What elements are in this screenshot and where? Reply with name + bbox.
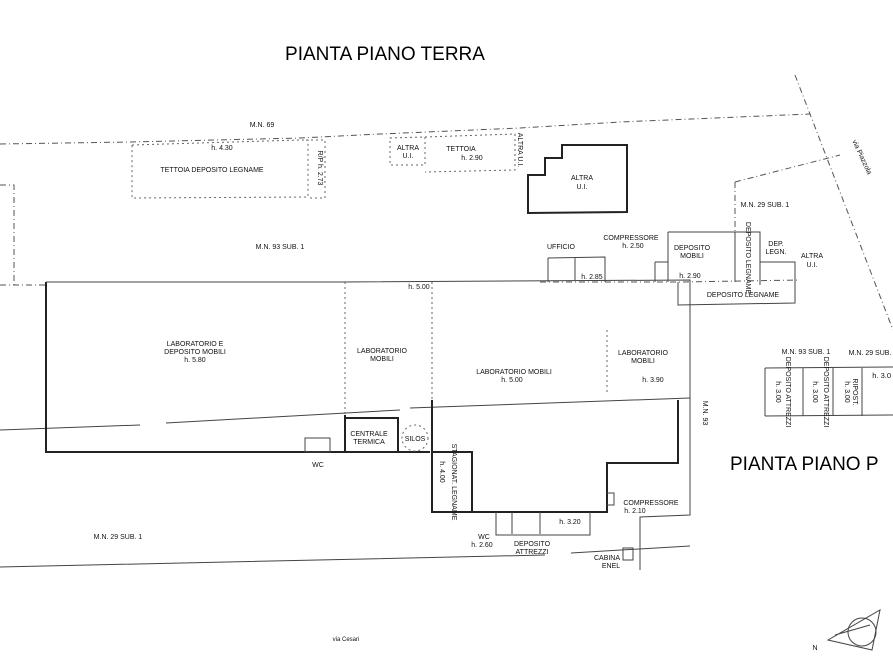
label-lab-deposito-height: h. 5.80 xyxy=(184,357,206,364)
label-lab-deposito: DEPOSITO MOBILI xyxy=(164,349,226,356)
label-lab-mobili: LABORATORIO MOBILI xyxy=(476,369,552,376)
label-mn29-sub1: M.N. 29 SUB. 1 xyxy=(94,534,143,541)
label-altra-ui: ALTRA U.I. xyxy=(516,133,523,168)
label-silos: SILOS xyxy=(405,436,426,443)
label-compressore-height: h. 2.50 xyxy=(622,243,644,250)
label-wc: WC xyxy=(478,534,490,541)
room-labels: M.N. 69 h. 4.30 TETTOIA DEPOSITO LEGNAME… xyxy=(94,122,892,652)
label-mn29-sub1: M.N. 29 SUB. 1 xyxy=(741,202,790,209)
label-deposito-legname-vertical: DEPOSITO LEGNAME xyxy=(744,222,751,295)
label-wc: WC xyxy=(312,462,324,469)
label-compressore: COMPRESSORE xyxy=(603,235,659,242)
label-lab-mobili-height: h. 5.00 xyxy=(501,377,523,384)
label-rp: R/P h. 2.73 xyxy=(316,151,323,186)
label-deposito-mobili-height: h. 2.90 xyxy=(679,273,701,280)
label-ripostiglio: RIPOST. xyxy=(851,378,858,405)
upper-service-block xyxy=(547,231,796,306)
label-tettoia-deposito: TETTOIA DEPOSITO LEGNAME xyxy=(160,167,264,174)
label-wc-height: h. 2.60 xyxy=(471,542,493,549)
label-lab-deposito: LABORATORIO E xyxy=(167,341,224,348)
label-lab-mobili: LABORATORIO xyxy=(618,350,668,357)
label-via-piazzola: via Piazzola xyxy=(850,139,872,176)
label-tettoia-height: h. 4.30 xyxy=(211,145,233,152)
first-floor-block xyxy=(764,366,893,417)
label-lab-mobili: MOBILI xyxy=(631,358,655,365)
label-height-320: h. 3.20 xyxy=(559,519,581,526)
label-stagionatura-legname: STAGIONAT. LEGNAME xyxy=(450,444,457,521)
label-deposito-legname: DEPOSITO LEGNAME xyxy=(707,292,780,299)
label-lab-mobili: LABORATORIO xyxy=(357,348,407,355)
label-mn29-sub: M.N. 29 SUB. xyxy=(849,350,892,357)
label-deposito-attrezzi-height: h. 3.00 xyxy=(811,381,818,403)
label-cabina-enel: CABINA xyxy=(594,555,620,562)
label-altra-ui: U.I. xyxy=(807,262,818,269)
label-via-cesari: via Cesari xyxy=(333,637,360,643)
label-altra-ui: ALTRA xyxy=(397,145,419,152)
label-altra-ui: ALTRA xyxy=(801,253,823,260)
label-compressore: COMPRESSORE xyxy=(623,500,679,507)
label-lab-mobili-height: h. 3.90 xyxy=(642,377,664,384)
label-ripostiglio-height: h. 3.00 xyxy=(843,381,850,403)
label-centrale-termica: TERMICA xyxy=(353,439,385,446)
label-deposito-attrezzi: DEPOSITO ATTREZZI xyxy=(784,357,791,428)
label-deposito-attrezzi: ATTREZZI xyxy=(516,549,549,556)
label-mn93-sub1: M.N. 93 SUB. 1 xyxy=(256,244,305,251)
label-stagionatura-height: h. 4.00 xyxy=(438,461,445,483)
label-tettoia: TETTOIA xyxy=(446,146,476,153)
property-boundaries xyxy=(0,74,893,568)
title-ground-floor: PIANTA PIANO TERRA xyxy=(285,44,485,65)
label-height-30: h. 3.0 xyxy=(872,371,891,380)
tettoia-deposito-legname xyxy=(131,133,516,199)
label-mn93-sub1: M.N. 93 SUB. 1 xyxy=(782,349,831,356)
label-mn69: M.N. 69 xyxy=(250,122,275,129)
label-altra-ui: U.I. xyxy=(577,184,588,191)
north-arrow xyxy=(826,609,881,651)
label-deposito-attrezzi: DEPOSITO xyxy=(514,541,551,548)
label-centrale-termica: CENTRALE xyxy=(350,431,388,438)
main-building xyxy=(45,279,691,570)
label-cabina-enel: ENEL xyxy=(602,563,620,570)
label-mn93-vertical: M.N. 93 xyxy=(701,401,708,426)
label-lab-mobili: MOBILI xyxy=(370,356,394,363)
label-height-500: h. 5.00 xyxy=(408,284,430,291)
label-dep-legn: LEGN. xyxy=(765,249,786,256)
north-label: N xyxy=(812,645,817,652)
label-ufficio: UFFICIO xyxy=(547,244,576,251)
label-deposito-mobili: DEPOSITO xyxy=(674,245,711,252)
label-altra-ui: U.I. xyxy=(403,153,414,160)
title-first-floor: PIANTA PIANO P xyxy=(730,454,879,475)
label-deposito-attrezzi: DEPOSITO ATTREZZI xyxy=(822,357,829,428)
label-altra-ui: ALTRA xyxy=(571,175,593,182)
altra-ui-building xyxy=(527,144,628,215)
label-dep-legn: DEP. xyxy=(768,241,783,248)
label-deposito-attrezzi-height: h. 3.00 xyxy=(774,381,781,403)
label-tettoia-height: h. 2.90 xyxy=(461,155,483,162)
label-deposito-mobili: MOBILI xyxy=(680,253,704,260)
label-ufficio-height: h. 2.85 xyxy=(581,274,603,281)
label-compressore-height: h. 2.10 xyxy=(624,508,646,515)
